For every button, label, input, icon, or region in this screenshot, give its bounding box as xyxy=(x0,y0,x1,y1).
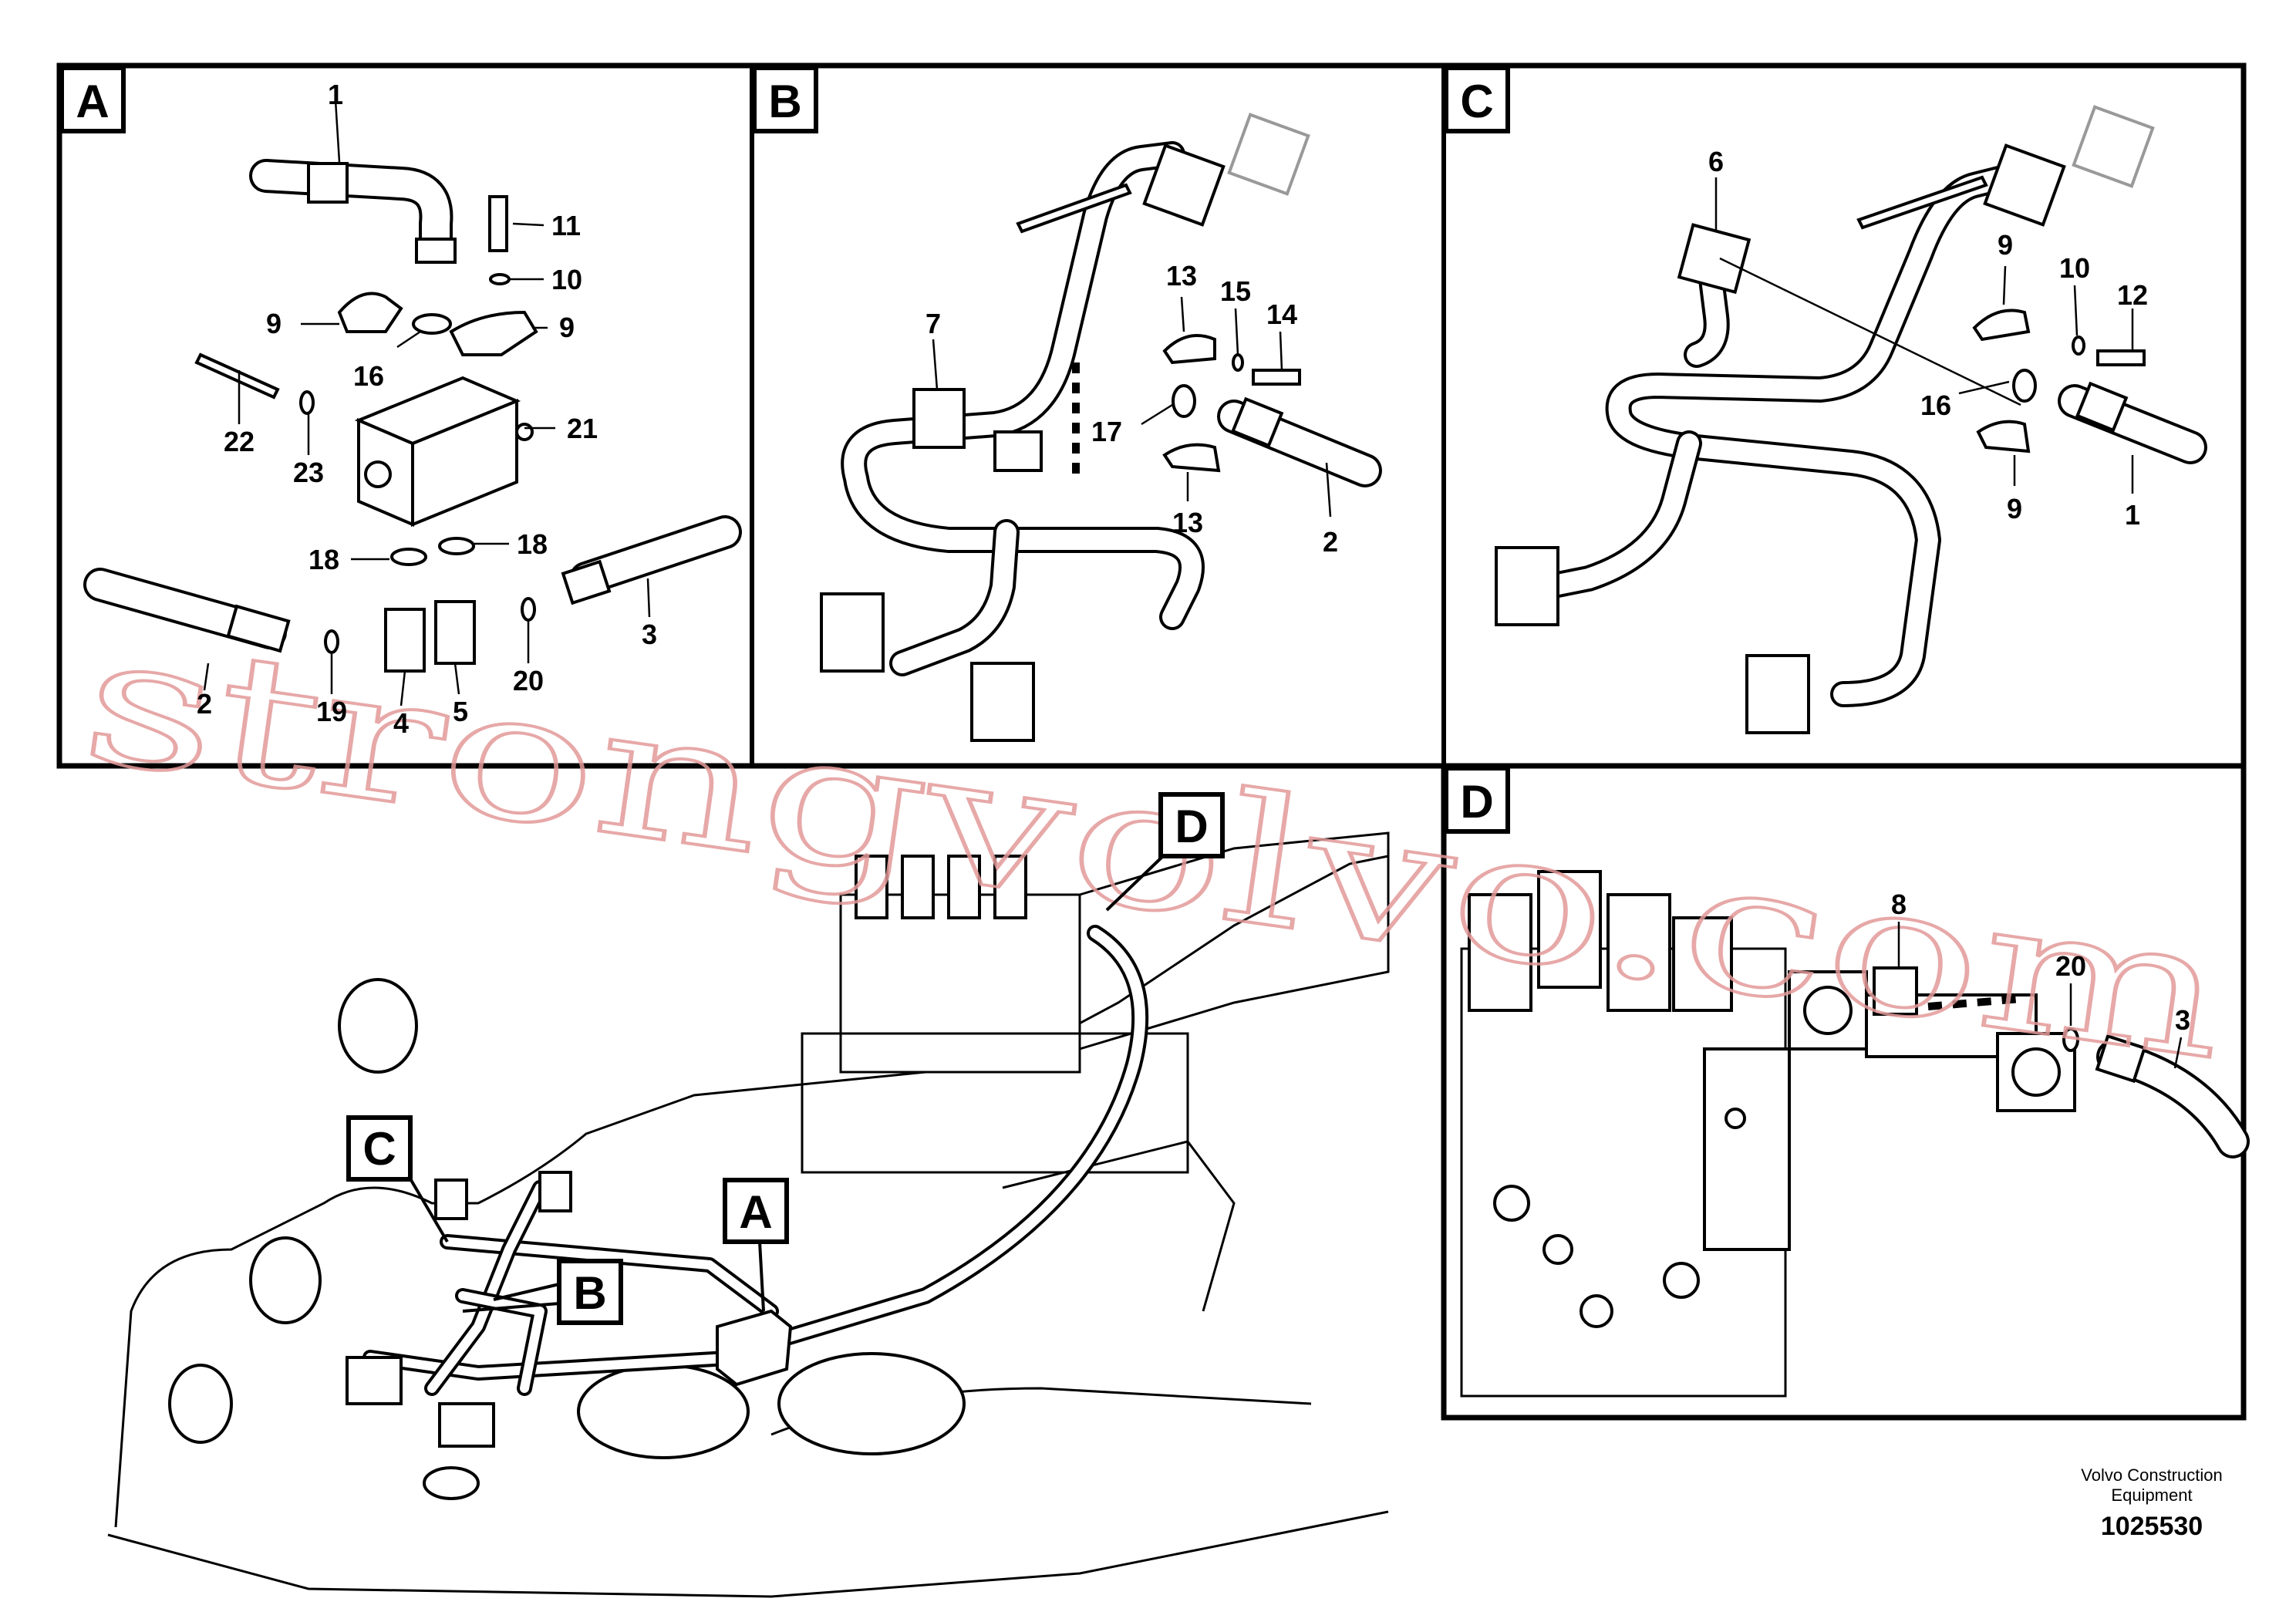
svg-text:9: 9 xyxy=(1998,229,2013,261)
svg-text:16: 16 xyxy=(1920,389,1951,421)
svg-text:10: 10 xyxy=(2059,252,2090,284)
callouts-panel-b: 7 13 15 14 17 13 2 xyxy=(925,260,1338,558)
overview-label-b: B xyxy=(462,1259,623,1325)
callouts-panel-d: 8 20 3 xyxy=(1891,889,2190,1069)
panel-label-d: D xyxy=(1444,766,1510,834)
svg-text:20: 20 xyxy=(513,665,544,696)
svg-text:13: 13 xyxy=(1166,260,1197,292)
svg-text:15: 15 xyxy=(1220,275,1251,307)
svg-text:D: D xyxy=(1460,776,1493,828)
svg-text:22: 22 xyxy=(224,426,255,457)
svg-text:C: C xyxy=(362,1123,396,1175)
svg-text:4: 4 xyxy=(393,707,409,739)
panel-c-drawing xyxy=(1495,105,2207,734)
svg-text:21: 21 xyxy=(567,413,598,444)
svg-text:1: 1 xyxy=(328,79,343,110)
svg-text:19: 19 xyxy=(316,696,347,727)
panel-label-c: C xyxy=(1444,66,1510,133)
svg-text:C: C xyxy=(1460,76,1493,127)
drawing-number: 1025530 xyxy=(2101,1512,2203,1541)
svg-text:B: B xyxy=(768,76,801,127)
callouts-panel-c: 6 9 10 12 16 9 1 xyxy=(1708,146,2148,531)
svg-text:D: D xyxy=(1175,801,1208,852)
svg-text:12: 12 xyxy=(2117,279,2148,311)
svg-text:10: 10 xyxy=(551,264,582,295)
svg-text:2: 2 xyxy=(197,688,212,720)
overview-drawing xyxy=(107,831,1390,1598)
panel-a-drawing xyxy=(83,159,742,673)
svg-text:9: 9 xyxy=(2007,493,2022,524)
svg-text:23: 23 xyxy=(293,457,324,488)
svg-text:2: 2 xyxy=(1323,526,1338,558)
svg-text:1: 1 xyxy=(2125,499,2140,531)
svg-text:20: 20 xyxy=(2055,950,2086,982)
svg-text:11: 11 xyxy=(551,210,581,241)
svg-text:6: 6 xyxy=(1708,146,1724,177)
svg-text:3: 3 xyxy=(2175,1004,2190,1036)
panel-frames xyxy=(56,62,2247,1421)
brand-line-1: Volvo Construction xyxy=(2081,1465,2222,1485)
panel-d-drawing xyxy=(1460,870,2250,1398)
svg-text:3: 3 xyxy=(642,619,657,650)
svg-text:A: A xyxy=(76,76,109,127)
svg-text:7: 7 xyxy=(925,308,941,339)
svg-text:16: 16 xyxy=(353,360,384,392)
overview-label-d: D xyxy=(1105,792,1225,912)
panel-label-b: B xyxy=(752,66,818,133)
footer: Volvo Construction Equipment 1025530 xyxy=(2081,1465,2222,1541)
svg-text:B: B xyxy=(573,1267,606,1319)
svg-text:5: 5 xyxy=(453,696,468,727)
svg-text:8: 8 xyxy=(1891,889,1907,920)
svg-text:9: 9 xyxy=(266,308,282,339)
overview-label-c: C xyxy=(346,1115,449,1243)
panel-label-a: A xyxy=(59,66,126,133)
svg-text:13: 13 xyxy=(1172,507,1203,538)
svg-text:9: 9 xyxy=(559,312,575,343)
svg-text:17: 17 xyxy=(1091,416,1122,447)
overview-label-a: A xyxy=(723,1178,789,1312)
brand-line-2: Equipment xyxy=(2111,1485,2192,1505)
callouts-panel-a: 1 11 10 9 9 16 22 23 21 18 18 2 19 4 5 2… xyxy=(197,79,657,739)
svg-text:A: A xyxy=(739,1186,772,1238)
svg-text:18: 18 xyxy=(517,528,548,560)
panel-b-drawing xyxy=(820,113,1382,742)
svg-text:18: 18 xyxy=(308,544,339,575)
svg-text:14: 14 xyxy=(1266,298,1297,330)
